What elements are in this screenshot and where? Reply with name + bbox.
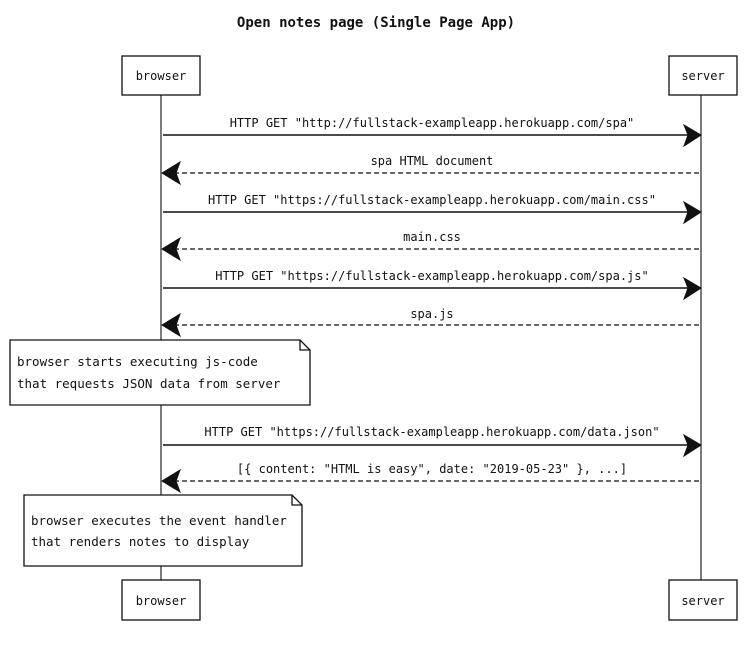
participant-browser-top: browser xyxy=(121,55,201,96)
participant-browser-bottom: browser xyxy=(121,579,201,621)
arrowhead-left-icon xyxy=(161,312,181,338)
message-5: HTTP GET "https://fullstack-exampleapp.h… xyxy=(163,269,702,301)
note-2: browser executes the event handler that … xyxy=(23,494,303,567)
arrowhead-left-icon xyxy=(161,160,181,186)
message-2: spa HTML document xyxy=(161,154,699,186)
participant-server-top: server xyxy=(668,55,738,96)
message-4: main.css xyxy=(161,230,699,262)
note-line: that renders notes to display xyxy=(31,534,250,549)
participant-label: browser xyxy=(136,594,187,608)
message-label: [{ content: "HTML is easy", date: "2019-… xyxy=(237,462,627,476)
arrowhead-left-icon xyxy=(161,468,181,494)
arrowhead-right-icon xyxy=(682,200,702,225)
arrowhead-right-icon xyxy=(682,123,702,148)
note-line: browser executes the event handler xyxy=(31,513,287,528)
message-label: HTTP GET "http://fullstack-exampleapp.he… xyxy=(230,116,635,130)
participant-label: browser xyxy=(136,69,187,83)
note-line: browser starts executing js-code xyxy=(17,354,258,369)
arrowhead-left-icon xyxy=(161,236,181,262)
message-6: spa.js xyxy=(161,307,699,338)
message-label: spa HTML document xyxy=(371,154,494,168)
message-label: main.css xyxy=(403,230,461,244)
diagram-title: Open notes page (Single Page App) xyxy=(237,15,515,31)
note-1: browser starts executing js-code that re… xyxy=(9,339,311,406)
message-3: HTTP GET "https://fullstack-exampleapp.h… xyxy=(163,193,702,225)
message-8: [{ content: "HTML is easy", date: "2019-… xyxy=(161,462,699,494)
participant-label: server xyxy=(681,69,724,83)
note-line: that requests JSON data from server xyxy=(17,376,281,391)
arrowhead-right-icon xyxy=(682,433,702,458)
message-label: spa.js xyxy=(410,307,453,321)
arrowhead-right-icon xyxy=(682,276,702,301)
message-label: HTTP GET "https://fullstack-exampleapp.h… xyxy=(215,269,648,283)
message-7: HTTP GET "https://fullstack-exampleapp.h… xyxy=(163,425,702,458)
message-1: HTTP GET "http://fullstack-exampleapp.he… xyxy=(163,116,702,148)
participant-label: server xyxy=(681,594,724,608)
message-label: HTTP GET "https://fullstack-exampleapp.h… xyxy=(204,425,659,439)
participant-server-bottom: server xyxy=(668,579,738,621)
message-label: HTTP GET "https://fullstack-exampleapp.h… xyxy=(208,193,656,207)
